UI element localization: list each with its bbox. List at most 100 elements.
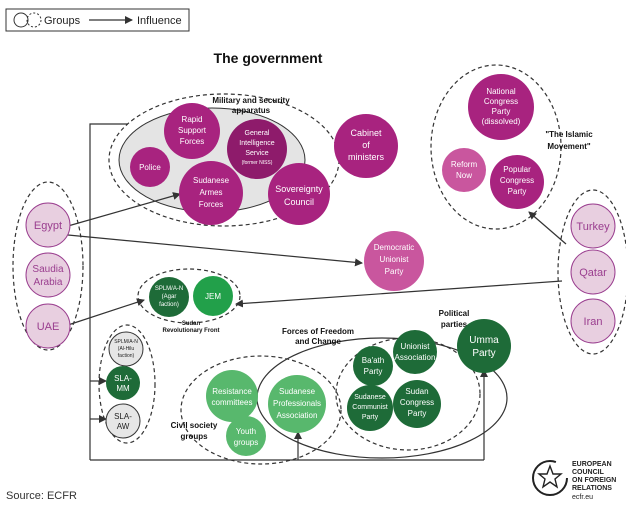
edge-left-bracket bbox=[89, 123, 128, 460]
node-turkey: Turkey bbox=[570, 203, 616, 249]
svg-text:Sudanese: Sudanese bbox=[354, 394, 386, 401]
svg-text:UAE: UAE bbox=[37, 321, 60, 333]
svg-text:Forces: Forces bbox=[180, 137, 204, 146]
svg-text:Congress: Congress bbox=[400, 398, 434, 407]
svg-text:Iran: Iran bbox=[584, 316, 603, 328]
ecfr-name-line1: EUROPEAN bbox=[572, 461, 612, 468]
svg-text:Party: Party bbox=[385, 267, 404, 276]
edge-qatar-jem bbox=[235, 280, 563, 308]
svg-text:Communist: Communist bbox=[352, 404, 387, 411]
svg-text:Unionist: Unionist bbox=[401, 342, 431, 351]
svg-text:Party: Party bbox=[472, 348, 495, 359]
svg-text:SPLM/A-N: SPLM/A-N bbox=[155, 286, 183, 292]
svg-text:Sudan: Sudan bbox=[405, 387, 428, 396]
node-popular-congress-party: Popular Congress Party bbox=[490, 155, 544, 209]
svg-text:National: National bbox=[486, 87, 516, 96]
node-egypt: Egypt bbox=[25, 202, 71, 248]
svg-text:Service: Service bbox=[245, 150, 268, 157]
node-umma-party: Umma Party bbox=[457, 319, 511, 373]
node-qatar: Qatar bbox=[570, 249, 616, 295]
svg-text:(Al-Hilu: (Al-Hilu bbox=[118, 346, 135, 352]
civil-title-line1: Civil society bbox=[171, 421, 218, 430]
ecfr-logo: EUROPEAN COUNCIL ON FOREIGN RELATIONS ec… bbox=[532, 460, 616, 501]
svg-text:Saudia: Saudia bbox=[32, 264, 64, 275]
node-sla-aw: SLA- AW bbox=[105, 403, 141, 439]
svg-text:Youth: Youth bbox=[236, 427, 256, 436]
ecfr-name-line3: ON FOREIGN bbox=[572, 477, 616, 484]
svg-text:Now: Now bbox=[456, 171, 472, 180]
node-rapid-support-forces: Rapid Support Forces bbox=[164, 103, 220, 159]
svg-text:General: General bbox=[245, 130, 270, 137]
node-splm-agar: SPLM/A-N (Agar faction) bbox=[149, 277, 189, 317]
svg-text:Party: Party bbox=[508, 187, 527, 196]
svg-text:Resistance: Resistance bbox=[212, 387, 252, 396]
svg-text:SPLM/A-N: SPLM/A-N bbox=[114, 339, 138, 345]
legend-groups-label: Groups bbox=[44, 15, 81, 27]
node-reform-now: Reform Now bbox=[442, 148, 486, 192]
svg-text:ministers: ministers bbox=[348, 152, 385, 162]
svg-text:Popular: Popular bbox=[503, 165, 531, 174]
group-dashed-icon bbox=[26, 12, 42, 28]
svg-text:Council: Council bbox=[284, 197, 314, 207]
node-baath-party: Ba'ath Party bbox=[353, 346, 393, 386]
node-national-congress-party: National Congress Party (dissolved) bbox=[468, 74, 534, 140]
svg-text:of: of bbox=[362, 140, 370, 150]
svg-text:committees: committees bbox=[212, 398, 253, 407]
svg-text:Ba'ath: Ba'ath bbox=[362, 356, 384, 365]
ecfr-name-line2: COUNCIL bbox=[572, 469, 605, 476]
svg-text:Sudanese: Sudanese bbox=[193, 176, 230, 185]
svg-text:faction): faction) bbox=[118, 353, 135, 359]
svg-text:Congress: Congress bbox=[484, 97, 518, 106]
node-democratic-unionist-party: Democratic Unionist Party bbox=[364, 231, 424, 291]
srf-title-line2: Revolutionary Front bbox=[162, 328, 219, 334]
svg-text:groups: groups bbox=[234, 438, 258, 447]
ecfr-name-line4: RELATIONS bbox=[572, 485, 612, 492]
node-resistance-committees: Resistance committees bbox=[206, 370, 258, 422]
ecfr-site: ecfr.eu bbox=[572, 494, 593, 501]
svg-text:Party: Party bbox=[408, 409, 427, 418]
node-cabinet-of-ministers: Cabinet of ministers bbox=[334, 114, 398, 178]
edge-egypt-dup bbox=[67, 234, 363, 267]
islamic-title-line2: Movement" bbox=[547, 142, 591, 151]
svg-text:SLA-: SLA- bbox=[114, 374, 132, 383]
ecfr-star-icon bbox=[537, 464, 563, 489]
node-uae: UAE bbox=[25, 303, 71, 349]
svg-text:Rapid: Rapid bbox=[182, 115, 203, 124]
svg-text:Support: Support bbox=[178, 126, 207, 135]
node-splm-hilu: SPLM/A-N (Al-Hilu faction) bbox=[108, 331, 144, 367]
svg-text:Intelligence: Intelligence bbox=[239, 140, 275, 147]
legend: Groups Influence bbox=[5, 8, 190, 32]
svg-text:SLA-: SLA- bbox=[114, 412, 132, 421]
svg-text:Police: Police bbox=[139, 163, 161, 172]
group-solid-icon bbox=[13, 12, 29, 28]
svg-text:Association: Association bbox=[395, 353, 436, 362]
military-title-line1: Military and security bbox=[212, 96, 290, 105]
svg-text:Party: Party bbox=[364, 367, 383, 376]
political-title-line1: Political bbox=[439, 309, 470, 318]
edge-turkey-islamic bbox=[528, 211, 567, 245]
svg-text:MM: MM bbox=[116, 384, 130, 393]
government-title: The government bbox=[214, 50, 323, 66]
islamic-title-line1: "The Islamic bbox=[545, 130, 593, 139]
svg-text:Party: Party bbox=[492, 107, 511, 116]
svg-text:(Agar: (Agar bbox=[162, 294, 177, 300]
military-title-line2: apparatus bbox=[232, 106, 271, 115]
svg-text:Umma: Umma bbox=[469, 335, 499, 346]
node-youth-groups: Youth groups bbox=[226, 416, 266, 456]
svg-text:Forces: Forces bbox=[199, 200, 223, 209]
ffc-title-line2: and Change bbox=[295, 337, 341, 346]
svg-text:Armes: Armes bbox=[199, 188, 222, 197]
node-sudan-congress-party: Sudan Congress Party bbox=[393, 380, 441, 428]
turkey-qatar-iran-group bbox=[557, 189, 626, 355]
node-general-intelligence-service: General Intelligence Service (former NIS… bbox=[227, 119, 287, 179]
svg-text:Congress: Congress bbox=[500, 176, 534, 185]
svg-text:Professionals: Professionals bbox=[273, 399, 321, 408]
civil-title-line2: groups bbox=[180, 432, 208, 441]
influence-edges bbox=[67, 123, 567, 461]
arab-states-group bbox=[12, 181, 84, 351]
legend-influence-label: Influence bbox=[137, 15, 182, 27]
source-label: Source: ECFR bbox=[6, 490, 77, 502]
svg-text:(dissolved): (dissolved) bbox=[482, 117, 521, 126]
edge-egypt-saf bbox=[67, 192, 181, 227]
